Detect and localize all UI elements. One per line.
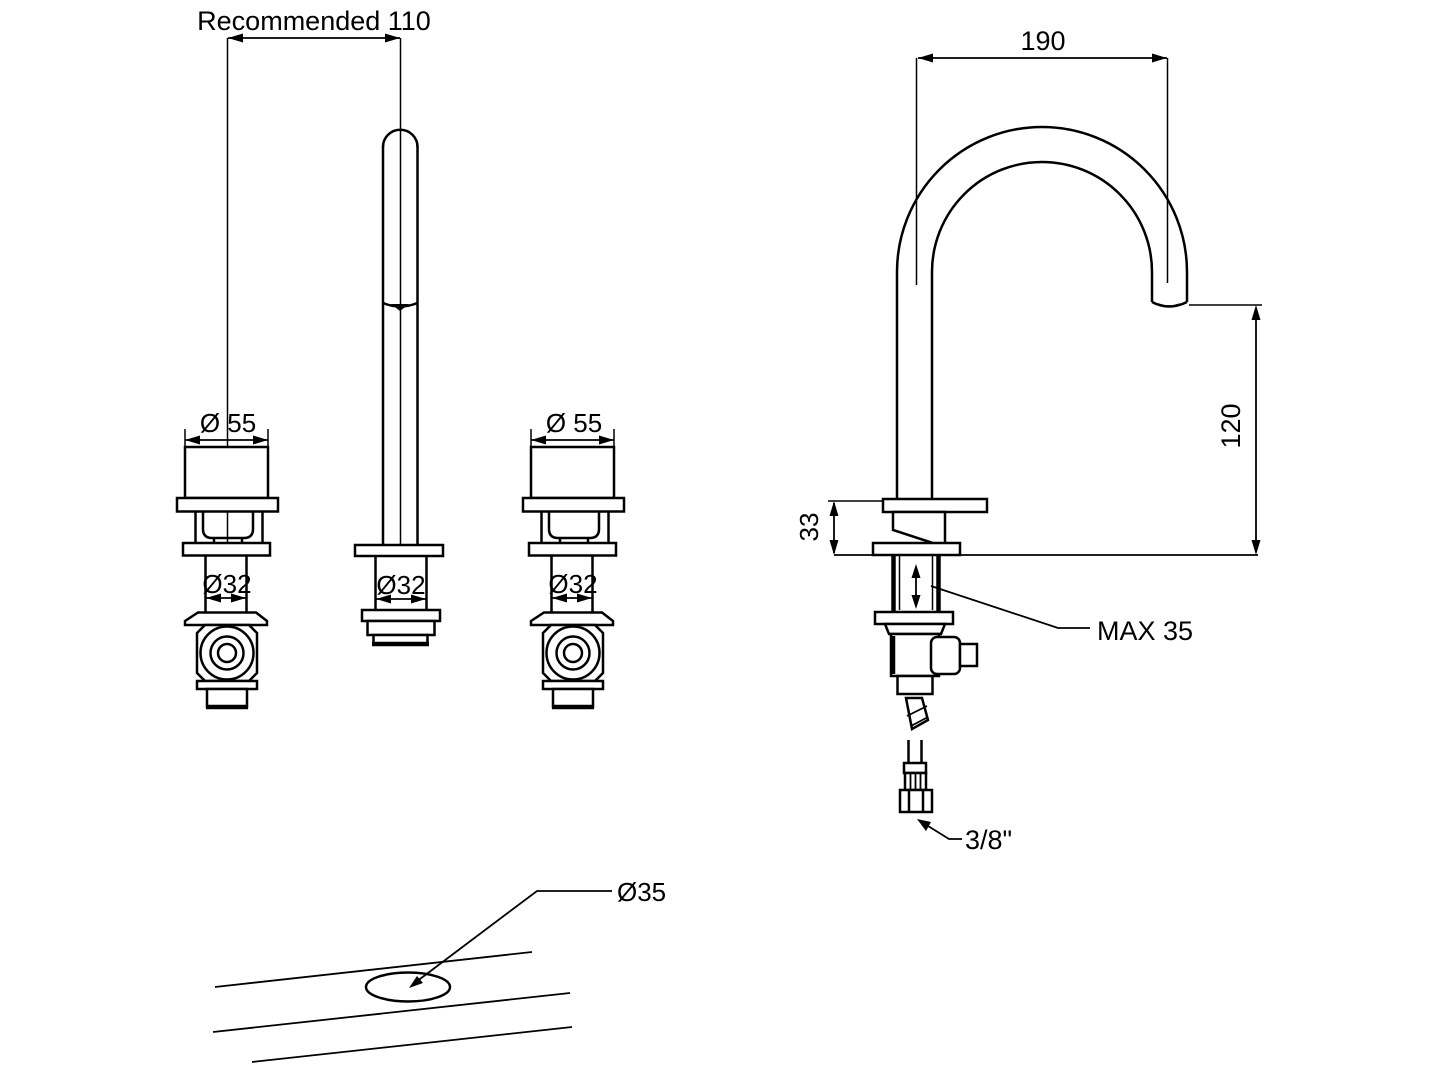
spout-front: Ø32: [353, 128, 445, 647]
callout-max-35-label: MAX 35: [1097, 616, 1193, 646]
mounting-hole: [364, 971, 452, 1003]
handle-left-body: [183, 445, 270, 500]
handle-right: Ø 55 Ø32: [521, 408, 626, 710]
side-view: 190 120: [794, 26, 1262, 855]
side-port: [929, 635, 962, 676]
dimension-right-shank-label: Ø32: [548, 569, 597, 599]
spout-body-side: [834, 497, 1258, 557]
front-view: Recommended 110 Ø32: [175, 6, 626, 710]
callout-three-eighths: 3/8": [917, 819, 1012, 855]
counter-bottom-edge: [251, 1026, 573, 1063]
counter-front-edge: [212, 992, 571, 1033]
dimension-33: 33: [794, 500, 884, 555]
spout-outlet-tip: [1158, 303, 1180, 308]
dimension-spout-shank-label: Ø32: [376, 570, 425, 600]
valve-body-side: [889, 632, 979, 731]
dimension-120: 120: [1189, 304, 1262, 555]
callout-hole-diameter-label: Ø35: [617, 877, 666, 907]
callout-max-35: MAX 35: [930, 585, 1193, 646]
spout-deck-flange: [353, 543, 445, 558]
dimension-190: 190: [915, 26, 1169, 285]
counter-back-edge: [214, 951, 533, 988]
handle-left-valve-hex: [195, 623, 259, 683]
dimension-33-label: 33: [794, 513, 824, 542]
handle-left: Ø 55 Ø32: [175, 408, 280, 710]
dimension-left-shank-label: Ø32: [202, 569, 251, 599]
hose-nut: [898, 788, 934, 814]
dimension-recommended-110: Recommended 110: [197, 6, 431, 545]
installation-view: Ø35: [212, 877, 666, 1063]
dimension-recommended-110-label: Recommended 110: [197, 6, 431, 36]
handle-left-valve-brim: [183, 611, 269, 627]
mounting-shank: [873, 555, 955, 636]
spout-shank-nut: [360, 608, 442, 623]
callout-three-eighths-label: 3/8": [965, 825, 1012, 855]
handle-right-body: [529, 445, 616, 500]
dimension-120-label: 120: [1216, 403, 1246, 448]
handle-right-valve-hex: [541, 623, 605, 683]
dimension-190-label: 190: [1020, 26, 1065, 56]
handle-right-valve-brim: [529, 611, 615, 627]
spout-joint-mark: [391, 304, 409, 311]
gooseneck-spout: [895, 125, 1189, 499]
supply-hose: [898, 740, 934, 814]
dimension-right-handle-label: Ø 55: [546, 408, 602, 438]
supply-pipe-break: [904, 696, 930, 731]
dimension-left-handle-label: Ø 55: [200, 408, 256, 438]
